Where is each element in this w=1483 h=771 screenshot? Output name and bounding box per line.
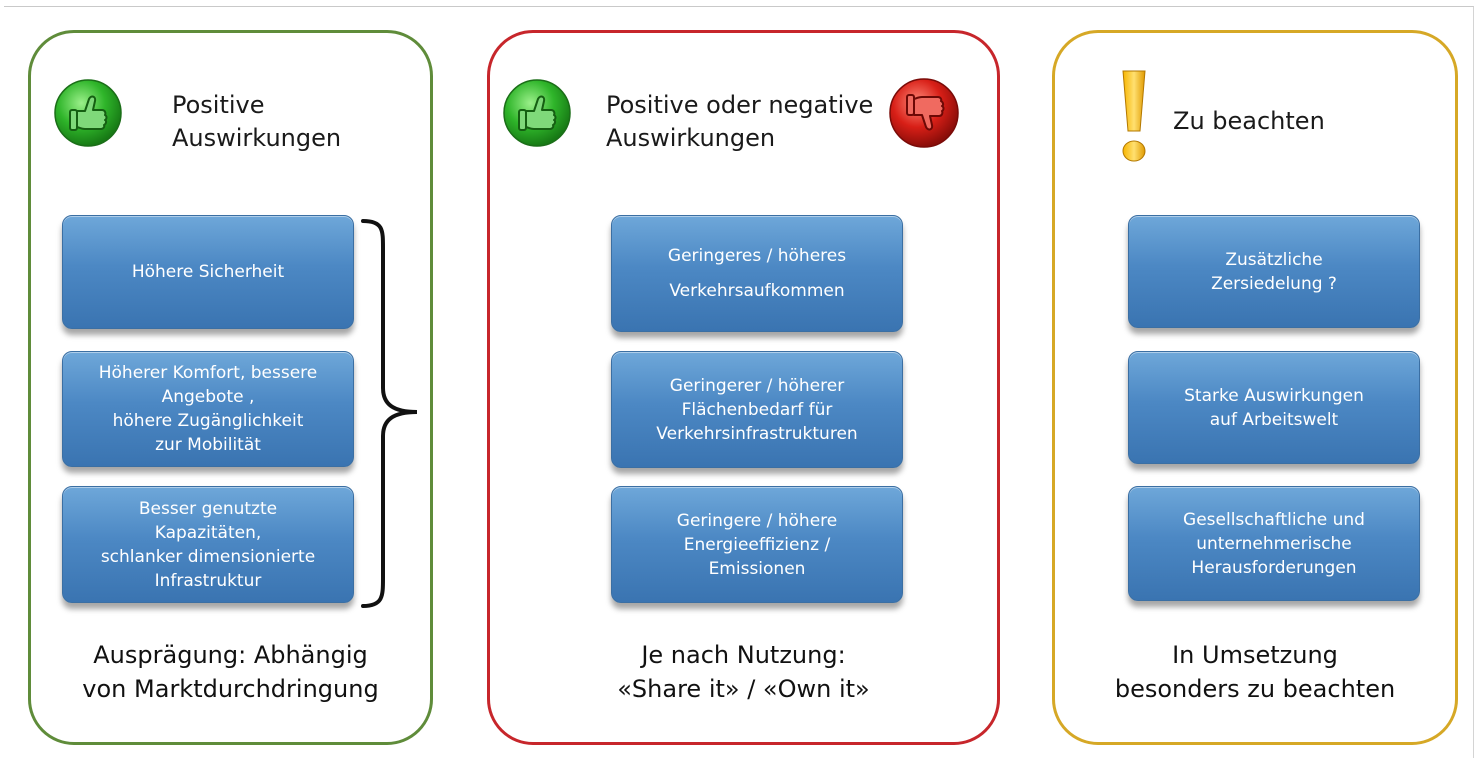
item-flaechenbedarf: Geringerer / höherer Flächenbedarf für V… <box>611 351 903 468</box>
panel-caution-title: Zu beachten <box>1173 107 1325 135</box>
thumbs-up-icon <box>54 79 122 147</box>
item-energieeffizienz: Geringere / höhere Energieeffizienz / Em… <box>611 486 903 603</box>
exclamation-icon <box>1122 70 1146 162</box>
brace-icon <box>361 219 418 608</box>
item-arbeitswelt: Starke Auswirkungen auf Arbeitswelt <box>1128 351 1420 464</box>
panel-mixed-footer: Je nach Nutzung: «Share it» / «Own it» <box>617 641 870 703</box>
panel-positive-title: Positive Auswirkungen <box>172 91 342 152</box>
item-hoehere-sicherheit: Höhere Sicherheit <box>62 215 354 329</box>
panel-mixed-title: Positive oder negative Auswirkungen <box>606 91 874 152</box>
panel-caution-footer: In Umsetzung besonders zu beachten <box>1114 641 1396 703</box>
slide-frame <box>4 6 1474 758</box>
panel-positive: Positive Auswirkungen Höhere Sicherheit … <box>28 30 433 745</box>
item-verkehrsaufkommen: Geringeres / höheres Verkehrsaufkommen <box>611 215 903 332</box>
item-zersiedelung: Zusätzliche Zersiedelung ? <box>1128 215 1420 328</box>
item-hoeherer-komfort: Höherer Komfort, bessere Angebote , höhe… <box>62 351 354 467</box>
panel-mixed: Positive oder negative Auswirkungen Geri… <box>487 30 1000 745</box>
panel-caution: Zu beachten Zusätzliche Zersiedelung ? S… <box>1052 30 1458 745</box>
item-herausforderungen: Gesellschaftliche und unternehmerische H… <box>1128 486 1420 601</box>
item-besser-genutzte-kapazitaeten: Besser genutzte Kapazitäten, schlanker d… <box>62 486 354 603</box>
panel-positive-footer: Ausprägung: Abhängig von Marktdurchdring… <box>82 641 379 703</box>
thumbs-down-icon <box>889 78 959 148</box>
thumbs-up-icon <box>503 79 571 147</box>
